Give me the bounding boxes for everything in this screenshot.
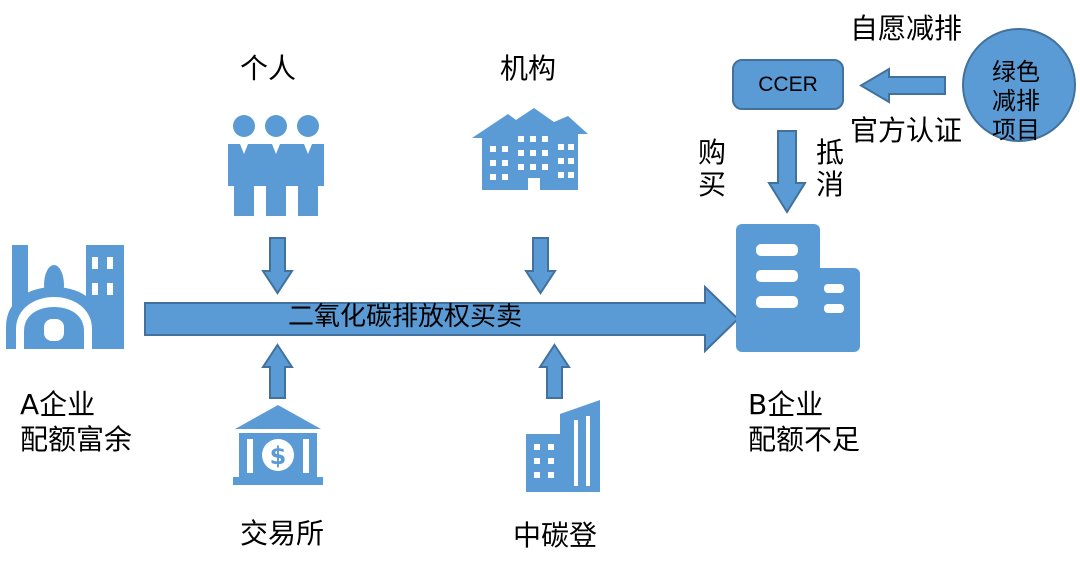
purchase-label: 购买 — [697, 136, 726, 201]
voluntary-label: 自愿减排 — [850, 12, 963, 45]
people-icon — [228, 115, 324, 216]
office-building-icon — [736, 224, 860, 352]
institution-label: 机构 — [500, 52, 557, 85]
company-b-name: B企业 — [748, 388, 823, 422]
tall-building-icon — [526, 400, 600, 492]
exchange-label: 交易所 — [240, 517, 325, 550]
exchange-up-arrow — [261, 343, 294, 399]
ccer-node: CCER — [732, 59, 844, 110]
company-b-name-text: B企业 — [748, 388, 824, 421]
company-a-name-text: A企业 — [20, 388, 96, 421]
green-to-ccer-arrow — [859, 67, 946, 104]
main-trade-label: 二氧化碳排放权买卖 — [288, 302, 523, 332]
svg-text:$: $ — [270, 442, 287, 470]
company-a-status: 配额富余 — [20, 423, 133, 456]
registry-up-arrow — [538, 343, 571, 399]
green-project-label: 绿色减排项目 — [992, 58, 1040, 144]
factory-icon — [6, 245, 124, 349]
bank-dollar-icon: $ — [233, 405, 323, 485]
green-project-node — [962, 28, 1076, 142]
individual-down-arrow — [261, 237, 294, 295]
individual-label: 个人 — [240, 52, 297, 85]
main-trade-arrow — [144, 284, 740, 354]
company-b-status: 配额不足 — [748, 423, 861, 456]
company-a-name: A企业 — [20, 388, 95, 422]
ccer-label: CCER — [758, 72, 818, 96]
institution-down-arrow — [524, 237, 557, 295]
official-cert-label: 官方认证 — [850, 114, 963, 147]
institution-building-icon — [472, 108, 588, 190]
offset-label: 抵消 — [815, 136, 844, 201]
ccer-down-arrow — [767, 130, 807, 214]
registry-label: 中碳登 — [513, 519, 598, 552]
